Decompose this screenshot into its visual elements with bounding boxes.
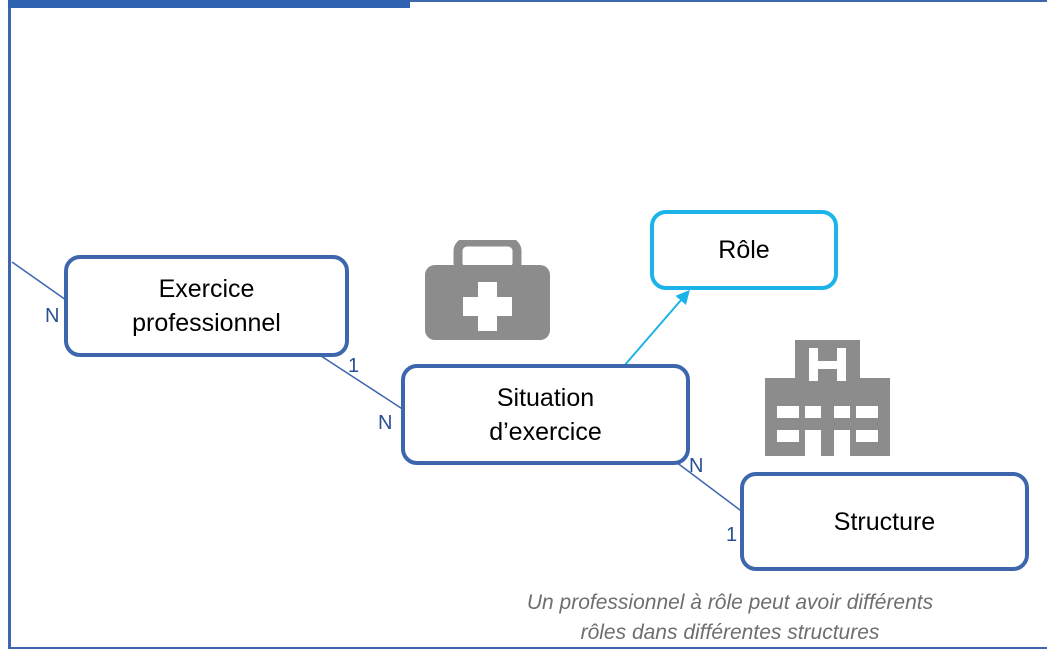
- entity-exercice-professionnel-label: Exercice professionnel: [132, 275, 281, 337]
- link-prev-to-exercice: [11, 261, 67, 301]
- frame-left-border: [8, 0, 11, 649]
- frame-top-accent: [8, 0, 410, 8]
- entity-role[interactable]: Rôle: [650, 210, 838, 290]
- entity-situation-exercice-label: Situation d’exercice: [489, 383, 602, 446]
- cardinality-structure-from-situation: 1: [726, 524, 738, 546]
- diagram-caption-text: Un professionnel à rôle peut avoir diffé…: [526, 591, 934, 644]
- link-exercice-to-situation: [317, 353, 405, 411]
- frame-top-border: [410, 0, 1047, 2]
- link-situation-to-role: [623, 289, 690, 367]
- entity-structure[interactable]: Structure: [740, 472, 1029, 571]
- cardinality-situation-to-structure: N: [689, 455, 704, 477]
- entity-role-label: Rôle: [718, 236, 770, 264]
- medical-bag-icon: [425, 240, 550, 340]
- cardinality-prev-to-exercice: N: [45, 305, 60, 327]
- link-situation-to-structure: [675, 461, 749, 517]
- hospital-icon: [765, 340, 890, 456]
- entity-structure-label: Structure: [833, 507, 936, 536]
- entity-situation-exercice[interactable]: Situation d’exercice: [401, 364, 690, 465]
- diagram-caption: Un professionnel à rôle peut avoir diffé…: [440, 588, 1020, 648]
- entity-exercice-professionnel[interactable]: Exercice professionnel: [64, 255, 349, 357]
- frame-bottom-border: [8, 647, 1047, 649]
- cardinality-situation-from-exercice: N: [378, 412, 393, 434]
- cardinality-exercice-to-situation: 1: [348, 355, 360, 377]
